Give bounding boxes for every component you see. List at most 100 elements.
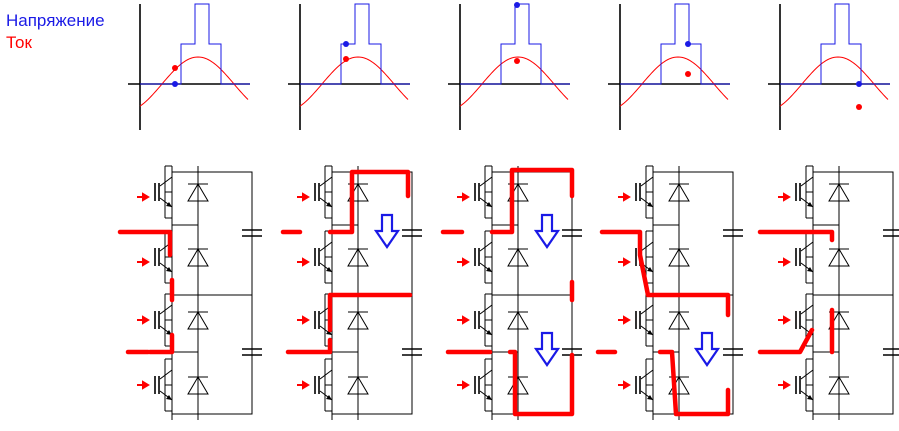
dc-capacitor [883,229,899,237]
freewheel-diode [507,311,529,330]
dc-bus [492,171,573,415]
legend-current-label: Ток [6,33,32,52]
voltage-marker [343,41,349,47]
waveform-panel-2 [288,3,410,130]
voltage-waveform [140,3,250,85]
freewheel-diode [828,248,850,267]
dc-capacitor [402,229,422,237]
freewheel-diode [187,248,209,267]
waveform-panel-4 [608,3,730,130]
freewheel-diode [347,311,369,330]
current-path-segment [657,349,731,417]
igbt-switch [635,293,654,347]
gate-signal-arrow [618,380,631,390]
current-path-panel-4 [595,229,731,417]
gate-signal-arrow [457,380,470,390]
current-waveform [299,56,409,107]
dc-capacitor [242,229,262,237]
current-waveform [139,56,249,107]
gate-signal-arrow [778,192,791,202]
freewheel-diode [187,183,209,202]
dc-bus [172,171,253,415]
gate-signal-arrow [618,257,631,267]
gate-signal-arrow [457,192,470,202]
energy-flow-arrow [693,331,721,367]
current-path-segment [599,229,731,318]
gate-signal-arrow [297,380,310,390]
gate-signal-arrow [137,315,150,325]
voltage-waveform [300,3,410,85]
voltage-marker [856,81,862,87]
gate-signal-arrow [618,315,631,325]
current-path-segment [327,292,413,333]
energy-flow-arrow [533,213,561,249]
current-path-panel-1 [117,229,175,355]
igbt-switch [154,293,173,347]
igbt-switch [474,165,493,219]
freewheel-diode [668,183,690,202]
dc-capacitor [402,348,422,356]
current-path-segment [285,337,333,355]
current-path-segment [327,169,411,235]
igbt-switch [635,358,654,412]
gate-signal-arrow [297,315,310,325]
current-path-segment [507,349,575,417]
gate-signal-arrow [137,380,150,390]
igbt-switch [795,165,814,219]
dc-bus [813,171,894,415]
voltage-marker [685,41,691,47]
legend-voltage-label: Напряжение [6,11,105,30]
igbt-switch [635,165,654,219]
igbt-switch [154,358,173,412]
gate-signal-arrow [137,192,150,202]
gate-signal-arrow [137,257,150,267]
current-marker [343,56,349,62]
energy-flow-arrow [533,331,561,367]
igbt-switch [314,165,333,219]
dc-capacitor [723,229,743,237]
voltage-waveform [460,3,570,85]
dc-capacitor [723,348,743,356]
gate-signal-arrow [457,257,470,267]
igbt-switch [795,230,814,284]
waveform-panel-5 [768,3,890,130]
freewheel-diode [507,248,529,267]
current-path-panel-3 [440,167,575,417]
circuit-panel-1 [137,165,262,420]
waveform-panel-3 [448,2,570,130]
freewheel-diode [668,311,690,330]
current-path-segment [147,332,175,355]
current-marker [685,71,691,77]
gate-signal-arrow [297,257,310,267]
gate-signal-arrow [457,315,470,325]
gate-signal-arrow [297,192,310,202]
dc-capacitor [883,348,899,356]
igbt-switch [795,358,814,412]
freewheel-diode [347,248,369,267]
voltage-waveform [780,3,890,85]
dc-capacitor [242,348,262,356]
current-waveform [459,56,569,107]
circuit-panel-2 [297,165,422,420]
gate-signal-arrow [778,257,791,267]
current-path-segment [489,167,575,235]
gate-signal-arrow [778,315,791,325]
voltage-marker [514,2,520,8]
current-path-segment [757,327,815,355]
current-path-panel-2 [280,169,413,355]
energy-flow-arrow [373,213,401,249]
current-marker [172,65,178,71]
gate-signal-arrow [618,192,631,202]
igbt-switch [474,230,493,284]
current-path-segment [757,229,835,243]
igbt-switch [474,293,493,347]
circuit-panel-5 [778,165,899,420]
current-waveform [779,56,889,107]
igbt-switch [474,358,493,412]
freewheel-diode [187,311,209,330]
current-path-segment [117,229,173,258]
freewheel-diode [347,376,369,395]
freewheel-diode [828,376,850,395]
freewheel-diode [187,376,209,395]
